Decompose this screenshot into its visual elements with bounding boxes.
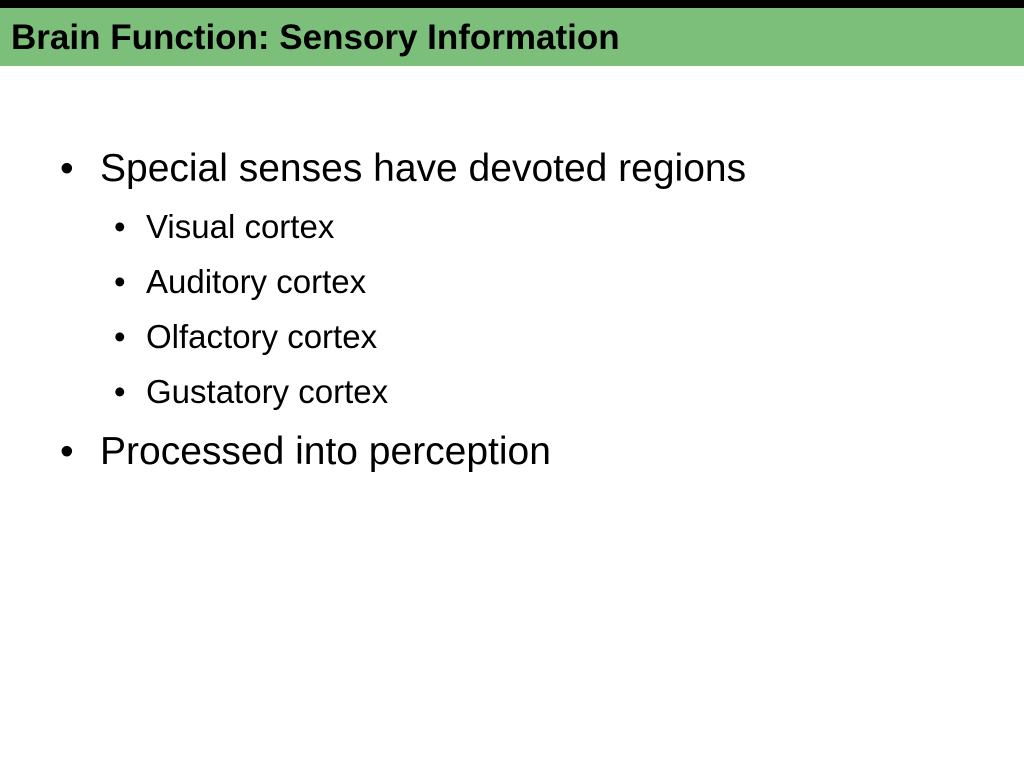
bullet-dot-icon: • [60,147,74,190]
sub-bullet-text: Auditory cortex [146,263,367,300]
bullet-dot-icon: • [60,430,74,473]
bullet-text: Special senses have devoted regions [100,147,747,190]
bullet-dot-icon: • [114,208,126,245]
bullet-dot-icon: • [114,263,126,300]
sub-bullet-item: • Visual cortex [114,207,335,247]
top-rule [0,0,1024,8]
title-bar: Brain Function: Sensory Information [0,8,1024,66]
sub-bullet-item: • Gustatory cortex [114,372,389,412]
slide-title: Brain Function: Sensory Information [11,18,620,57]
sub-bullet-text: Olfactory cortex [146,318,378,355]
bullet-item: • Special senses have devoted regions [60,146,747,192]
sub-bullet-text: Visual cortex [146,208,335,245]
sub-bullet-item: • Olfactory cortex [114,317,378,357]
bullet-dot-icon: • [114,373,126,410]
bullet-text: Processed into perception [100,430,551,473]
bullet-dot-icon: • [114,318,126,355]
bullet-item: • Processed into perception [60,429,551,475]
sub-bullet-item: • Auditory cortex [114,262,367,302]
sub-bullet-text: Gustatory cortex [146,373,389,410]
